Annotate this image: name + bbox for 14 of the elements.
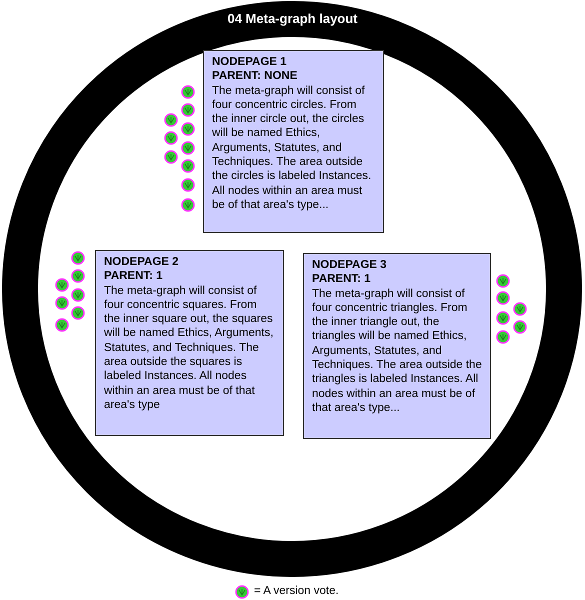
diagram-title: 04 Meta-graph layout <box>226 11 359 26</box>
page-heading: NODEPAGE 3 <box>312 258 388 272</box>
legend-text: = A version vote. <box>254 585 339 597</box>
nodepage-box <box>203 50 384 233</box>
nodepage-box <box>303 253 491 439</box>
page-heading: NODEPAGE 2 <box>104 255 180 270</box>
description-text: The meta-graph will consist of four concentric squares. From the inner square out, the squares will be named Ethics, Arguments, Statutes, and Techniques. The area outside the squares is labeled Instances. All nodes within an area must be of that area's type <box>104 284 274 412</box>
parent-label: PARENT: 1 <box>104 269 164 284</box>
description-text: The meta-graph will consist of four concentric triangles. From the inner triangle out, the triangles will be named Ethics, Arguments, Statutes, and Techniques. The area outside the triangles is labeled Instances. All nodes within an area must be of that area's type... <box>312 286 482 416</box>
nodepage-box <box>95 250 284 436</box>
parent-label: PARENT: 1 <box>312 272 372 287</box>
parent-label: PARENT: NONE <box>212 69 298 84</box>
description-text: The meta-graph will consist of four concentric circles. From the inner circle out, the circles will be named Ethics, Arguments, Statutes, and Techniques. The area outside the circles is labeled Instances. All nodes within an area must be of that area's type... <box>212 84 372 212</box>
page-heading: NODEPAGE 1 <box>212 55 288 70</box>
